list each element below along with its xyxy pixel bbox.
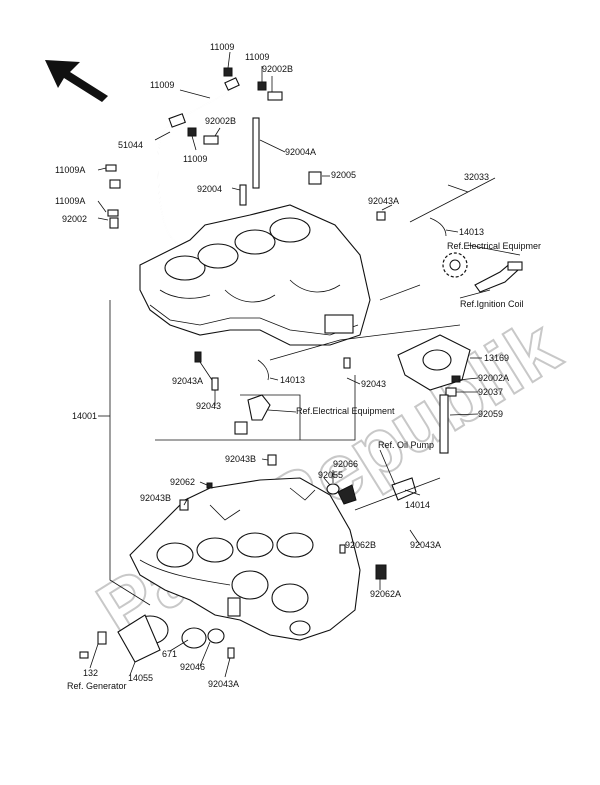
part-label: 92059 xyxy=(478,409,503,419)
part-label: 11009 xyxy=(183,154,207,164)
part-label: 11009A xyxy=(55,196,85,206)
part-label: 92066 xyxy=(333,459,358,469)
part-label: 13169 xyxy=(484,353,509,363)
part-label: 92043A xyxy=(410,540,441,550)
part-label: 92002B xyxy=(262,64,293,74)
reference-dashed-lines xyxy=(109,284,461,606)
part-label: 11009 xyxy=(210,42,234,52)
part-label: 92055 xyxy=(318,470,343,480)
part-label: 92043 xyxy=(196,401,221,411)
part-label: Ref. Oil Pump xyxy=(378,440,434,450)
part-label: 92002A xyxy=(478,373,509,383)
leader-lines xyxy=(89,51,521,678)
part-label: 132 xyxy=(83,668,98,678)
part-label: 51044 xyxy=(118,140,143,150)
part-label: 671 xyxy=(162,649,177,659)
part-label: 92037 xyxy=(478,387,503,397)
part-label: 14013 xyxy=(280,375,305,385)
part-label: 14001 xyxy=(72,411,97,421)
oil-pipe xyxy=(105,77,240,246)
part-label: 14055 xyxy=(128,673,153,683)
part-label: 92002 xyxy=(62,214,87,224)
top-bolts xyxy=(187,67,386,221)
part-label: 92043B xyxy=(140,493,171,503)
part-label: 11009 xyxy=(150,80,174,90)
part-label: 92043 xyxy=(361,379,386,389)
breather-cover-plate xyxy=(397,334,471,397)
part-label: Ref.Ignition Coil xyxy=(460,299,524,309)
part-label: 11009A xyxy=(55,165,85,175)
sensor-bracket xyxy=(194,217,447,435)
front-arrow-icon xyxy=(45,60,108,102)
part-label: 14014 xyxy=(405,500,430,510)
part-label: Ref.Electrical Equipment xyxy=(296,406,395,416)
part-label: 92004A xyxy=(285,147,316,157)
part-label: Ref. Generator xyxy=(67,681,127,691)
part-label: 92062A xyxy=(370,589,401,599)
part-label: 11009 xyxy=(245,52,269,62)
part-label: 92043A xyxy=(368,196,399,206)
part-label: 14013 xyxy=(459,227,484,237)
part-label: 92062 xyxy=(170,477,195,487)
part-label: 92046 xyxy=(180,662,205,672)
part-label: 92004 xyxy=(197,184,222,194)
part-label: 92005 xyxy=(331,170,356,180)
part-label: 92062B xyxy=(345,540,376,550)
part-label: 92043A xyxy=(172,376,203,386)
part-label: 92043B xyxy=(225,454,256,464)
part-labels: 11009 11009 92002B 11009 92002B 51044 11… xyxy=(55,42,541,691)
gear-icon xyxy=(442,252,468,278)
part-label: 92043A xyxy=(208,679,239,689)
upper-crankcase xyxy=(139,204,371,346)
ignition-coil-bracket xyxy=(474,261,523,293)
lower-crankcase xyxy=(129,477,361,641)
generator-cover xyxy=(79,614,235,663)
part-label: 32033 xyxy=(464,172,489,182)
part-label: 92002B xyxy=(205,116,236,126)
part-label: Ref.Electrical Equipmer xyxy=(447,241,541,251)
